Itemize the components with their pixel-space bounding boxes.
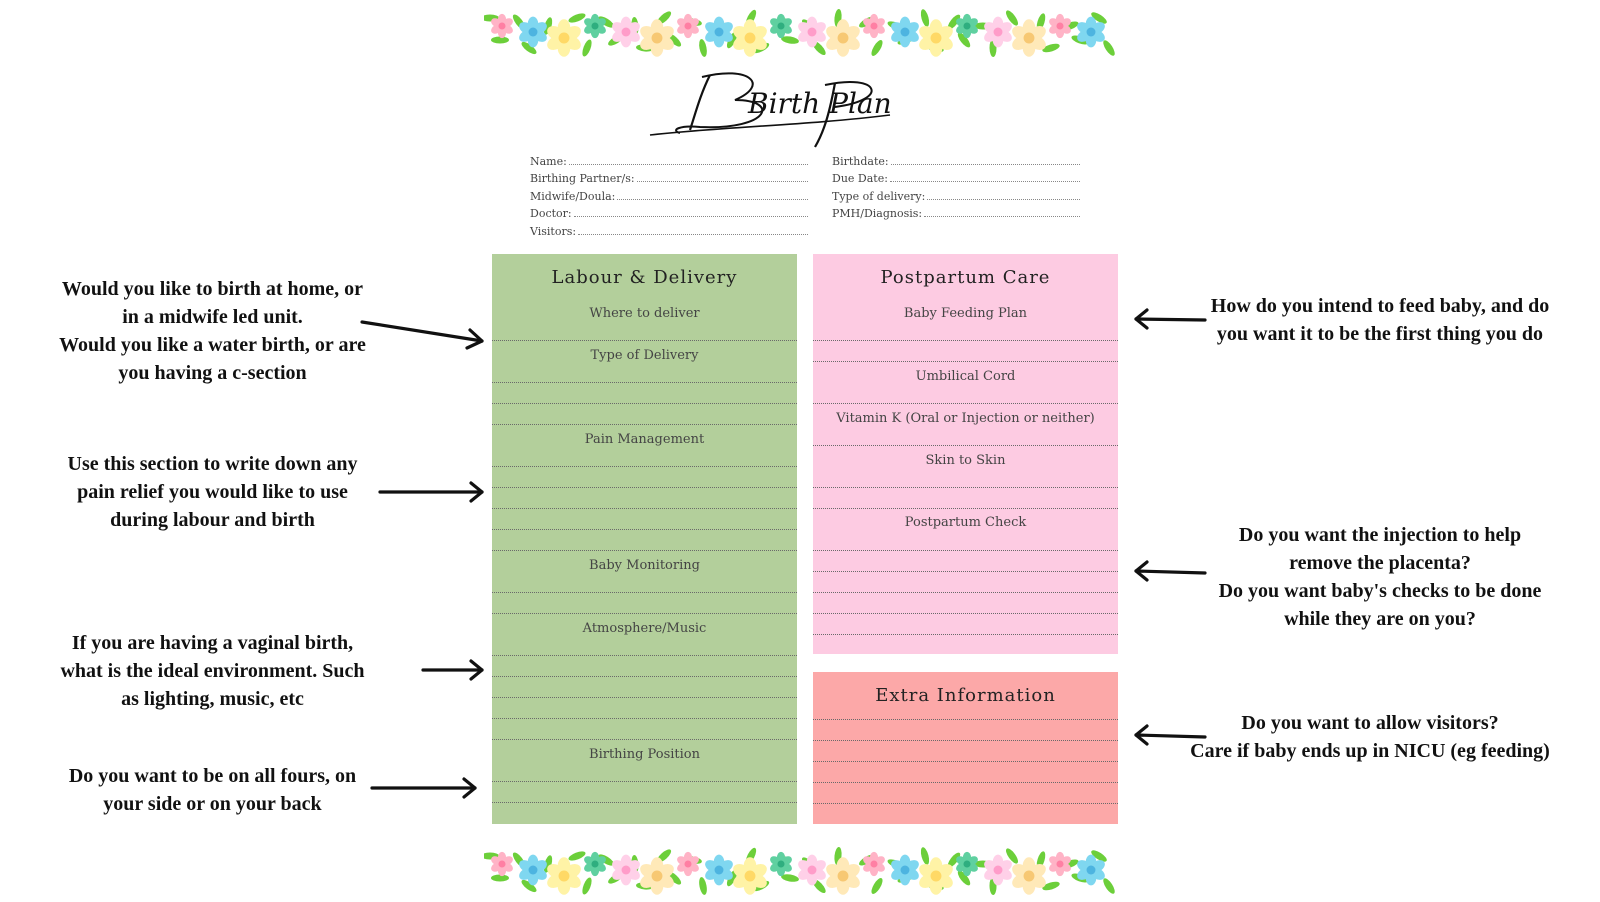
extra-information-panel: Extra Information (813, 672, 1118, 824)
labour-delivery-panel: Labour & Delivery Where to deliver Type … (492, 254, 797, 824)
note-environment: If you are having a vaginal birth,what i… (60, 632, 365, 710)
arrow-pain-relief (378, 481, 484, 503)
label-atmosphere-music: Atmosphere/Music (582, 621, 707, 636)
label-type-of-delivery: Type of Delivery (590, 348, 699, 363)
info-field-due-date[interactable]: Due Date: (832, 168, 1080, 185)
info-field-birthing-partner[interactable]: Birthing Partner/s: (530, 168, 808, 185)
flower-border-top (484, 9, 1115, 57)
info-field-birthdate[interactable]: Birthdate: (832, 150, 1080, 168)
flower-border-bottom (484, 847, 1115, 895)
label-where-to-deliver: Where to deliver (589, 306, 700, 321)
page-title: Birth Plan (649, 72, 892, 148)
arrow-placenta (1134, 560, 1207, 582)
postpartum-care-panel: Postpartum Care Baby Feeding Plan Umbili… (813, 254, 1118, 654)
arrow-feeding (1134, 308, 1207, 330)
info-field-pmh[interactable]: PMH/Diagnosis: (832, 203, 1080, 220)
postpartum-care-title: Postpartum Care (880, 267, 1051, 288)
arrow-birthing-position (370, 777, 477, 799)
title-text: Birth Plan (747, 87, 892, 120)
extra-information-title: Extra Information (875, 685, 1056, 706)
arrow-visitors (1134, 724, 1207, 746)
label-birthing-position: Birthing Position (589, 747, 700, 762)
info-field-midwife[interactable]: Midwife/Doula: (530, 185, 808, 203)
info-fields-right: Birthdate: Due Date: Type of delivery: P… (832, 150, 1080, 220)
label-postpartum-check: Postpartum Check (904, 515, 1027, 530)
info-field-visitors[interactable]: Visitors: (530, 220, 808, 238)
label-vitamin-k: Vitamin K (Oral or Injection or neither) (836, 411, 1095, 426)
labour-delivery-title: Labour & Delivery (551, 267, 738, 288)
info-field-doctor[interactable]: Doctor: (530, 203, 808, 220)
info-fields-left: Name: Birthing Partner/s: Midwife/Doula:… (530, 150, 808, 238)
label-baby-feeding-plan: Baby Feeding Plan (903, 306, 1028, 321)
info-field-delivery-type[interactable]: Type of delivery: (832, 185, 1080, 203)
arrow-birth-place (360, 320, 484, 350)
label-baby-monitoring: Baby Monitoring (589, 558, 700, 573)
label-skin-to-skin: Skin to Skin (925, 453, 1006, 468)
arrow-environment (421, 659, 484, 681)
note-visitors: Do you want to allow visitors?Care if ba… (1190, 712, 1550, 762)
label-pain-management: Pain Management (584, 432, 705, 447)
info-field-name[interactable]: Name: (530, 150, 808, 168)
label-umbilical-cord: Umbilical Cord (915, 369, 1016, 384)
